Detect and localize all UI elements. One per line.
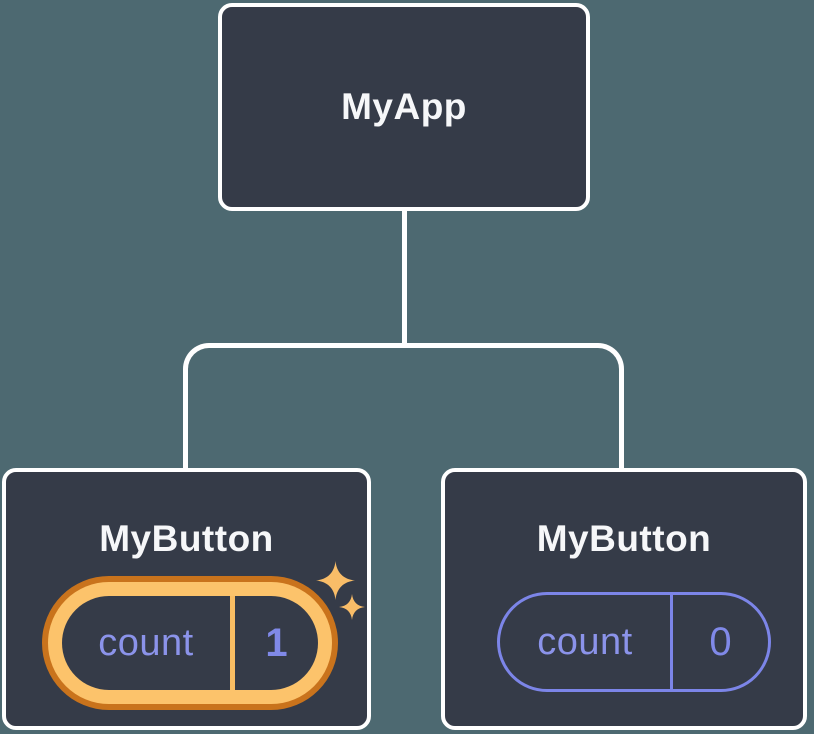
connector-children-bracket — [183, 343, 624, 470]
sparkle-small-icon — [339, 594, 365, 620]
node-myapp: MyApp — [218, 3, 590, 211]
sparkle-large-icon — [316, 561, 355, 600]
state-pill-highlight-ring: count 1 — [48, 582, 332, 704]
state-key-label: count — [537, 620, 633, 663]
state-key-label: count — [98, 621, 194, 664]
pill-divider — [670, 595, 673, 689]
connector-root-stem — [402, 211, 407, 348]
state-value: 1 — [265, 620, 288, 665]
state-pill-core: count 1 — [62, 596, 318, 690]
pill-divider — [230, 596, 235, 690]
state-pill-highlighted: count 1 — [42, 576, 338, 710]
state-value: 0 — [709, 619, 732, 664]
state-pill: count 0 — [497, 592, 771, 692]
state-value-segment: 0 — [673, 595, 768, 689]
state-key-segment: count — [62, 596, 230, 690]
state-value-segment: 1 — [235, 596, 318, 690]
node-myapp-label: MyApp — [341, 86, 467, 127]
node-mybutton-left: MyButton count 1 — [2, 468, 371, 730]
node-mybutton-right-label: MyButton — [536, 518, 712, 559]
node-mybutton-left-label: MyButton — [99, 518, 274, 559]
state-key-segment: count — [500, 595, 670, 689]
node-mybutton-right: MyButton count 0 — [441, 468, 807, 730]
